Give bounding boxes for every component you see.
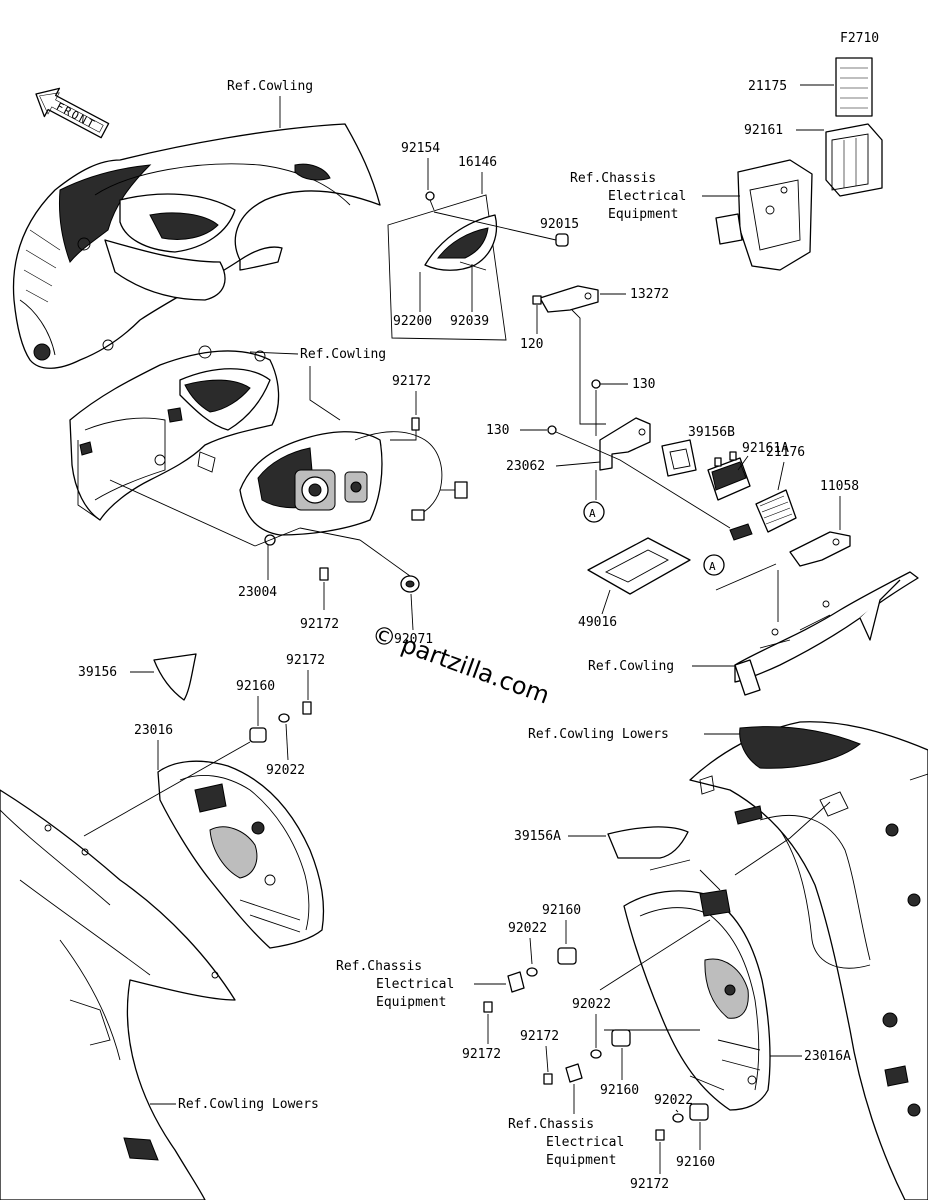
part-92172-c: 92172 [286, 653, 325, 668]
part-23062: 23062 [506, 459, 545, 474]
part-92172-e: 92172 [520, 1029, 559, 1044]
left-lower-cowling [0, 789, 236, 1200]
watermark: © partzilla.com [368, 619, 553, 709]
part-39156B: 39156B [688, 425, 735, 440]
ref-chassis-top: Ref.Chassis Electrical Equipment [570, 171, 686, 222]
ref-cowling-lowers-right: Ref.Cowling Lowers [528, 727, 669, 742]
part-120: 120 [520, 337, 543, 352]
ref-cowling-top: Ref.Cowling [227, 79, 313, 94]
part-39156: 39156 [78, 665, 117, 680]
part-92172-d: 92172 [462, 1047, 501, 1062]
ref-chassis-top-line3: Equipment [608, 207, 678, 222]
inner-cowling [69, 345, 280, 521]
part-92160-b: 92160 [542, 903, 581, 918]
ref-chassis-bottom-line2: Electrical [546, 1135, 624, 1150]
part-92022-a: 92022 [266, 763, 305, 778]
part-13272: 13272 [630, 287, 669, 302]
part-23016: 23016 [134, 723, 173, 738]
ref-cowling-right: Ref.Cowling [588, 659, 674, 674]
ref-cowling-lowers-left: Ref.Cowling Lowers [178, 1097, 319, 1112]
headlight-23004 [239, 431, 468, 546]
part-92160-a: 92160 [236, 679, 275, 694]
part-92172-f: 92172 [630, 1177, 669, 1192]
part-92200: 92200 [393, 314, 432, 329]
part-130-lower: 130 [486, 423, 509, 438]
rear-frame-bracket [734, 571, 919, 696]
part-92161A: 92161A [742, 441, 789, 456]
part-92160-d: 92160 [676, 1155, 715, 1170]
part-21176: 21176 [766, 445, 805, 460]
part-92022-b: 92022 [508, 921, 547, 936]
front-arrow: FRONT [35, 87, 110, 139]
part-92160-c: 92160 [600, 1083, 639, 1098]
part-92172-b: 92172 [300, 617, 339, 632]
part-92071: 92071 [394, 632, 433, 647]
part-23004: 23004 [238, 585, 277, 600]
part-39156A: 39156A [514, 829, 561, 844]
mirror-housing-23016 [157, 760, 325, 949]
circle-a-left: A [589, 507, 596, 520]
ref-chassis-mid-line3: Equipment [376, 995, 446, 1010]
part-92022-d: 92022 [654, 1093, 693, 1108]
part-23016A: 23016A [804, 1049, 851, 1064]
ref-chassis-mid: Ref.Chassis Electrical Equipment [336, 959, 454, 1010]
part-92039: 92039 [450, 314, 489, 329]
ref-chassis-bottom-line3: Equipment [546, 1153, 616, 1168]
part-49016: 49016 [578, 615, 617, 630]
chassis-bracket-top [715, 159, 813, 271]
ref-chassis-top-line2: Electrical [608, 189, 686, 204]
mirror-housing-23016A [623, 889, 771, 1111]
part-92172-a: 92172 [392, 374, 431, 389]
part-92022-c: 92022 [572, 997, 611, 1012]
figure-code: F2710 [840, 31, 879, 46]
part-130-upper: 130 [632, 377, 655, 392]
ref-chassis-top-line1: Ref.Chassis [570, 171, 656, 186]
part-11058: 11058 [820, 479, 859, 494]
ref-chassis-bottom-line1: Ref.Chassis [508, 1117, 594, 1132]
ref-chassis-bottom: Ref.Chassis Electrical Equipment [508, 1117, 624, 1168]
part-16146: 16146 [458, 155, 497, 170]
ref-chassis-mid-line1: Ref.Chassis [336, 959, 422, 974]
right-lower-cowling [689, 721, 928, 1200]
part-92154: 92154 [401, 141, 440, 156]
ref-cowling-mid: Ref.Cowling [300, 347, 386, 362]
group-16146 [387, 191, 557, 341]
part-92015: 92015 [540, 217, 579, 232]
ref-chassis-mid-line2: Electrical [376, 977, 454, 992]
circle-a-right: A [709, 560, 716, 573]
part-21175: 21175 [748, 79, 787, 94]
part-92161: 92161 [744, 123, 783, 138]
upper-cowling [12, 123, 381, 369]
